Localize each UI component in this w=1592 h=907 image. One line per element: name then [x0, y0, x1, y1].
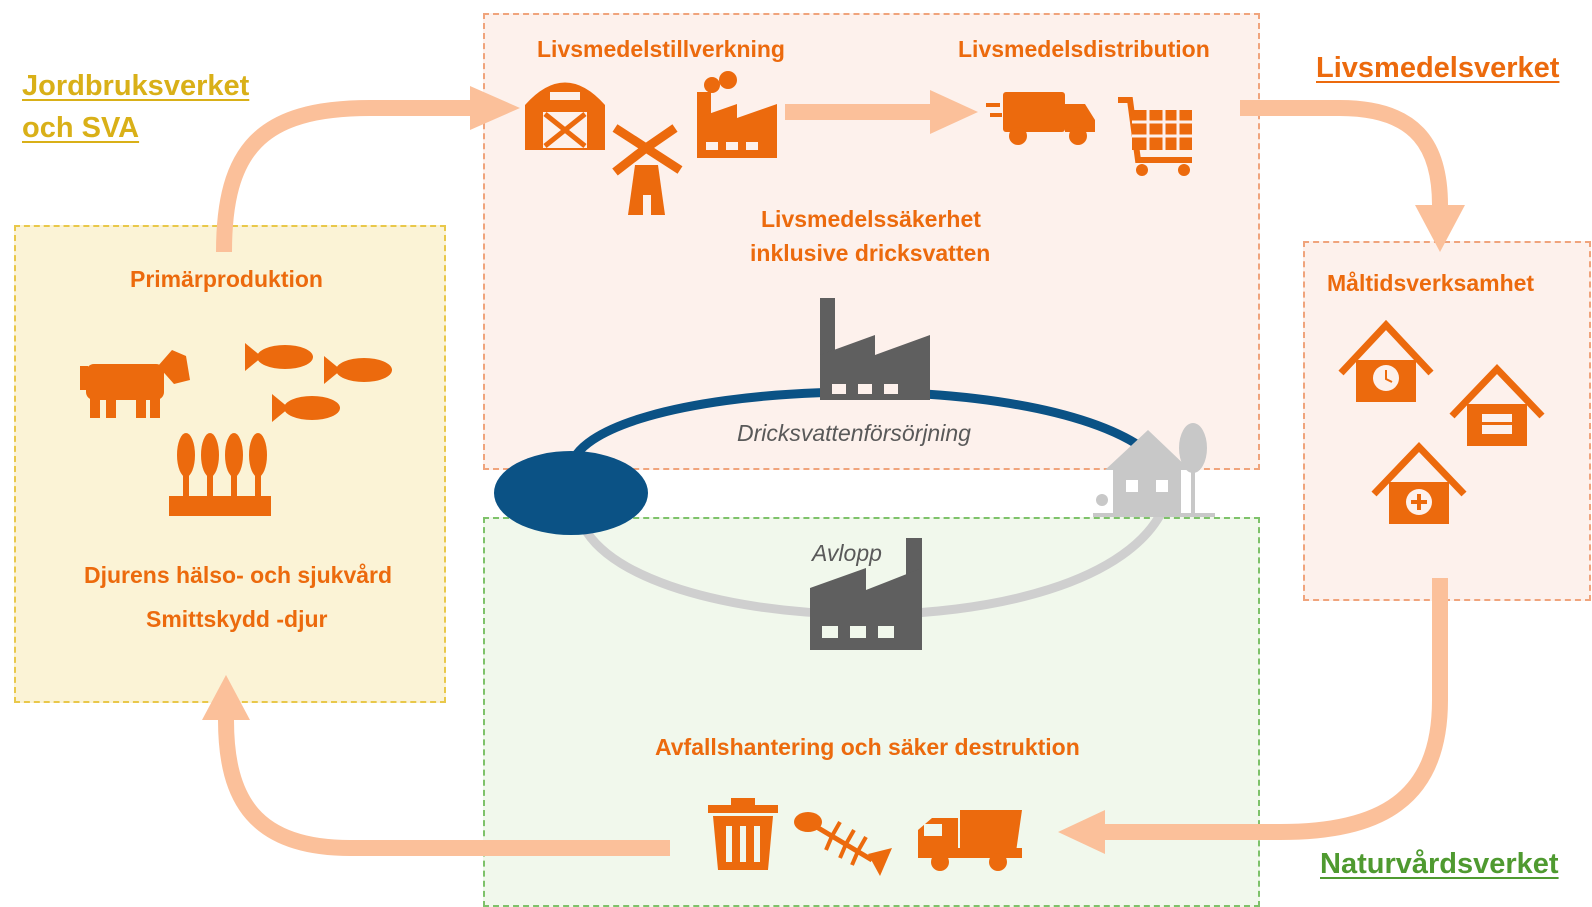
- arrow-meal-to-waste: [1100, 578, 1448, 840]
- food-safety-label-line1: Livsmedelssäkerhet: [761, 206, 981, 232]
- agency-sva: och SVA: [22, 112, 140, 144]
- windmill-icon: [612, 124, 683, 215]
- cow-icon: [80, 350, 190, 418]
- food-manufacturing-label: Livsmedelstillverkning: [537, 36, 785, 62]
- arrowhead-food: [470, 86, 520, 130]
- agency-jordbruksverket: Jordbruksverket: [22, 70, 250, 102]
- dump-truck-icon: [918, 810, 1022, 871]
- fish-bone-icon: [794, 812, 892, 876]
- water-treatment-factory-icon: [820, 298, 930, 400]
- arrow-heads: [202, 86, 1465, 854]
- barn-icon: [525, 82, 605, 150]
- cart-icon: [1118, 97, 1192, 176]
- trash-icon: [708, 798, 778, 870]
- truck-icon: [986, 92, 1095, 145]
- food-safety-label-line2: inklusive dricksvatten: [750, 240, 991, 266]
- arrowhead-waste: [1058, 810, 1105, 854]
- house-briefcase-icon: [1449, 363, 1545, 446]
- factory-icon: [697, 71, 777, 158]
- wheat-icon: [169, 433, 271, 516]
- arrow-primary-to-food: [216, 100, 470, 253]
- arrow-waste-to-primary: [218, 719, 670, 856]
- food-distribution-label: Livsmedelsdistribution: [958, 36, 1210, 62]
- drinking-water-supply-label: Dricksvattenförsörjning: [737, 420, 971, 446]
- sewage-treatment-factory-icon: [810, 538, 922, 650]
- house-medical-icon: [1371, 441, 1467, 524]
- arrowhead-primary: [202, 675, 250, 720]
- arrowhead-meal: [1415, 205, 1465, 252]
- waste-management-title: Avfallshantering och säker destruktion: [655, 734, 1080, 760]
- water-cycle: [494, 387, 1170, 619]
- animal-health-label: Djurens hälso- och sjukvård: [84, 562, 393, 588]
- arrowhead-distribution: [930, 90, 978, 134]
- agency-livsmedelsverket: Livsmedelsverket: [1316, 52, 1560, 84]
- sewage-label: Avlopp: [812, 540, 882, 566]
- drinking-water-loop: [565, 387, 1151, 472]
- animal-disease-control-label: Smittskydd -djur: [146, 606, 328, 632]
- arrow-food-to-meal: [1240, 100, 1448, 206]
- fish-icon: [245, 343, 392, 422]
- primary-production-title: Primärproduktion: [130, 266, 323, 292]
- lake-icon: [494, 451, 648, 535]
- agency-naturvardsverket: Naturvårdsverket: [1320, 848, 1559, 880]
- cycle-arrows: [216, 100, 1448, 856]
- house-tree-icon: [1093, 423, 1215, 517]
- meal-services-title: Måltidsverksamhet: [1327, 270, 1535, 296]
- house-clock-icon: [1338, 319, 1434, 402]
